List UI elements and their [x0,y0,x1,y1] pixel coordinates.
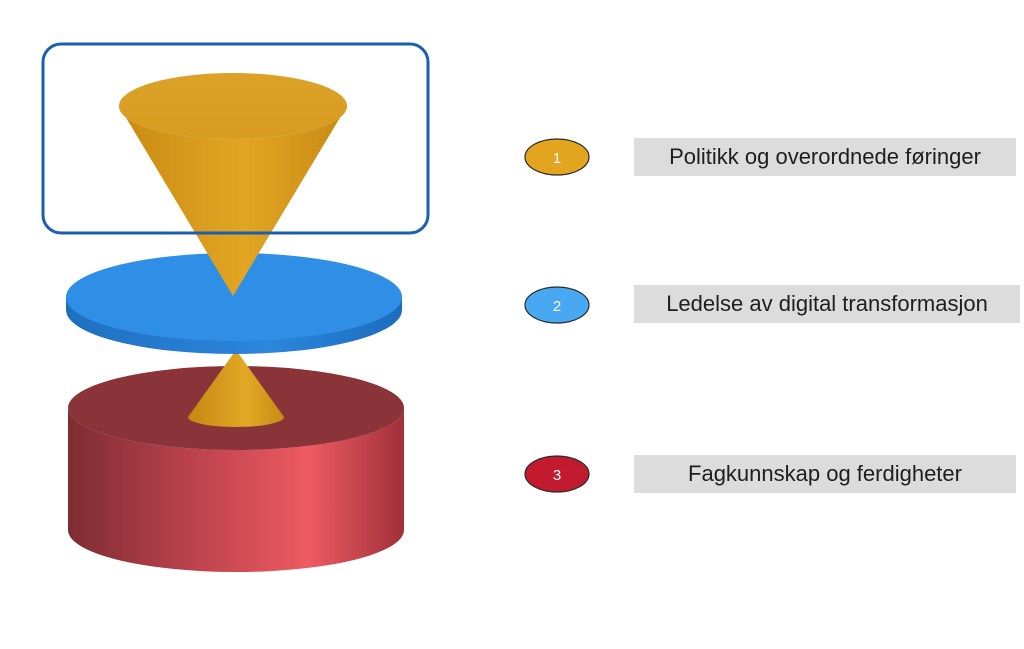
badge-1-shape [524,138,590,176]
disk-top [66,253,402,341]
legend-label-3: Fagkunnskap og ferdigheter [634,455,1016,493]
small-cone [188,350,284,427]
legend-badge-2: 2 [524,286,590,324]
badge-1-number: 1 [553,150,561,167]
badge-3-number: 3 [553,467,561,484]
badge-2-shape [524,286,590,324]
large-cone-body [119,106,347,296]
blue-disk [66,253,402,354]
legend-badge-3: 3 [524,455,590,493]
legend-label-1: Politikk og overordnede føringer [634,138,1016,176]
badge-2-number: 2 [553,298,561,315]
large-cone-top [119,73,347,139]
badge-3-shape [524,455,590,493]
legend-badge-1: 1 [524,138,590,176]
small-cone-body [188,350,284,427]
highlight-frame [41,42,430,235]
cylinder-side [68,408,404,572]
large-cone [119,73,347,296]
legend-label-2: Ledelse av digital transformasjon [634,285,1020,323]
